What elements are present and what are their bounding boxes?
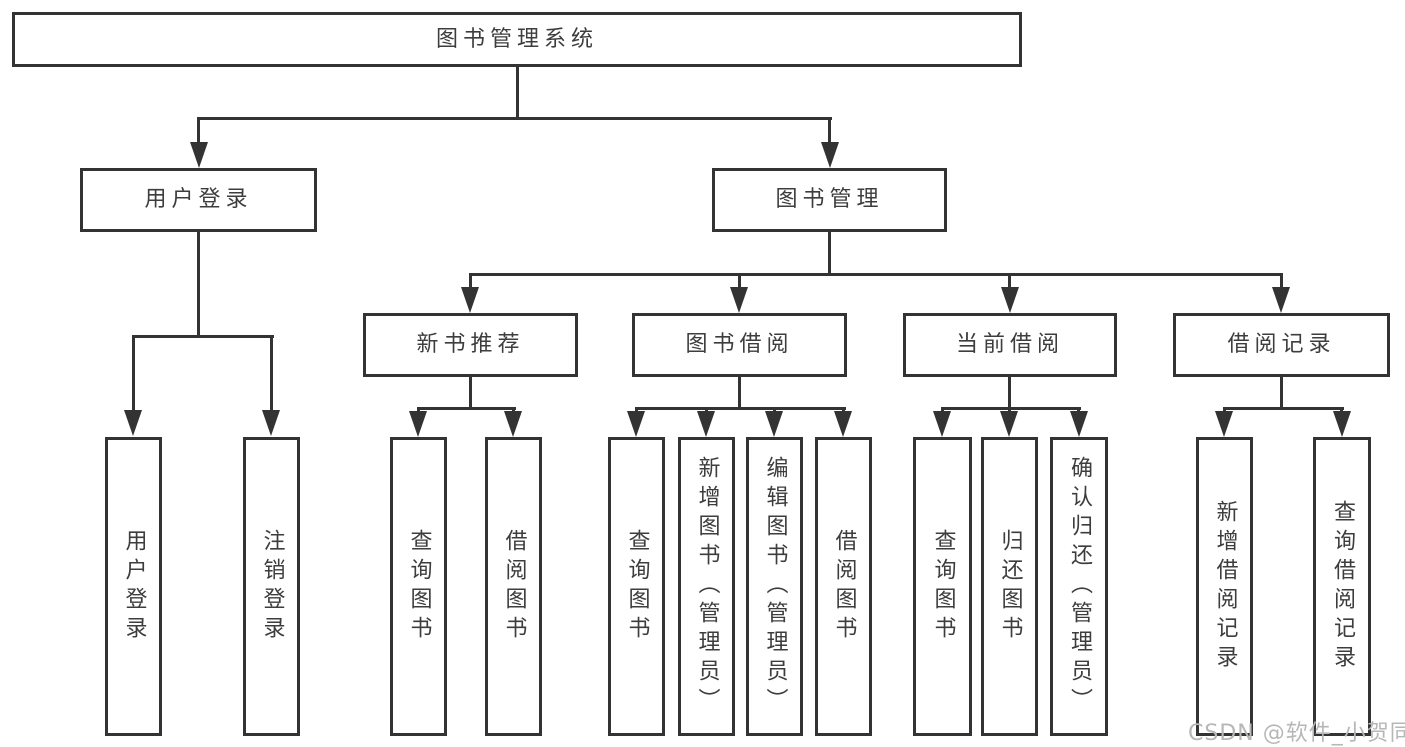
leaf-return-books-label: 归还图书	[997, 528, 1023, 645]
connector-line	[417, 407, 516, 410]
connector-line	[132, 335, 274, 338]
connector-line	[1008, 273, 1011, 289]
leaf-edit-books-admin-label: 编辑图书（管理员）	[762, 456, 788, 717]
leaf-add-borrow-record-label: 新增借阅记录	[1212, 499, 1238, 674]
leaf-query-borrow-record-label: 查询借阅记录	[1330, 499, 1355, 674]
leaf-logout-label: 注销登录	[259, 528, 285, 645]
connector-line	[1008, 377, 1011, 407]
arrow-head	[1215, 411, 1233, 437]
node-root-label: 图书管理系统	[435, 26, 598, 52]
leaf-borrow-books-2: 借阅图书	[815, 437, 872, 736]
arrow-head	[262, 410, 280, 436]
connector-line	[773, 407, 776, 414]
arrow-head	[821, 142, 839, 168]
arrow-head	[627, 411, 645, 437]
arrow-head	[834, 411, 852, 437]
node-borrow-records-label: 借阅记录	[1227, 332, 1336, 357]
connector-line	[738, 273, 741, 289]
connector-line	[1280, 377, 1283, 407]
leaf-query-books-2: 查询图书	[608, 437, 665, 736]
connector-line	[417, 407, 420, 414]
connector-line	[469, 377, 472, 407]
node-new-book-recommend-label: 新书推荐	[416, 332, 525, 357]
connector-line	[1077, 407, 1080, 414]
arrow-head	[1070, 411, 1088, 437]
leaf-add-books-admin: 新增图书（管理员）	[678, 437, 735, 736]
connector-line	[842, 407, 845, 414]
connector-line	[705, 407, 708, 414]
connector-line	[132, 335, 135, 412]
leaf-query-books-3: 查询图书	[913, 437, 972, 736]
connector-line	[1340, 407, 1343, 414]
connector-line	[1280, 273, 1283, 289]
leaf-add-borrow-record: 新增借阅记录	[1196, 437, 1253, 736]
leaf-logout: 注销登录	[243, 437, 300, 736]
leaf-query-books-2-label: 查询图书	[624, 528, 650, 645]
arrow-head	[504, 411, 522, 437]
connector-line	[469, 273, 1281, 276]
node-borrow-records: 借阅记录	[1173, 313, 1390, 377]
connector-line	[828, 232, 831, 273]
node-user-login: 用户登录	[80, 168, 317, 232]
leaf-edit-books-admin: 编辑图书（管理员）	[746, 437, 803, 736]
leaf-return-books: 归还图书	[981, 437, 1038, 736]
arrow-head	[461, 287, 479, 313]
arrow-head	[1001, 287, 1019, 313]
connector-line	[1223, 407, 1226, 414]
connector-line	[635, 407, 846, 410]
connector-line	[512, 407, 515, 414]
connector-line	[941, 407, 1081, 410]
connector-line	[1008, 407, 1011, 414]
arrow-head	[190, 142, 208, 168]
leaf-user-login: 用户登录	[105, 437, 162, 736]
arrow-head	[1272, 287, 1290, 313]
node-book-management-label: 图书管理	[775, 187, 884, 212]
arrow-head	[933, 411, 951, 437]
leaf-confirm-return-admin: 确认归还（管理员）	[1050, 437, 1108, 736]
arrow-head	[409, 411, 427, 437]
connector-line	[828, 117, 831, 144]
arrow-head	[697, 411, 715, 437]
node-current-borrow-label: 当前借阅	[955, 332, 1064, 357]
leaf-query-books-1-label: 查询图书	[406, 528, 432, 645]
node-new-book-recommend: 新书推荐	[363, 313, 578, 377]
node-book-borrow: 图书借阅	[632, 313, 847, 377]
csdn-watermark: CSDN @软件_小贺同学	[1188, 721, 1405, 746]
connector-line	[738, 377, 741, 407]
leaf-query-books-3-label: 查询图书	[930, 528, 956, 645]
leaf-borrow-books-2-label: 借阅图书	[831, 528, 857, 645]
leaf-query-borrow-record: 查询借阅记录	[1313, 437, 1371, 736]
arrow-head	[765, 411, 783, 437]
arrow-head	[1000, 411, 1018, 437]
connector-line	[516, 67, 519, 117]
node-current-borrow: 当前借阅	[903, 313, 1117, 377]
arrow-head	[1333, 411, 1351, 437]
connector-line	[197, 117, 832, 120]
leaf-confirm-return-admin-label: 确认归还（管理员）	[1067, 456, 1092, 717]
leaf-query-books-1: 查询图书	[390, 437, 447, 736]
connector-line	[197, 232, 200, 335]
connector-line	[197, 117, 200, 144]
connector-line	[469, 273, 472, 289]
leaf-user-login-label: 用户登录	[121, 528, 147, 645]
leaf-borrow-books-1-label: 借阅图书	[501, 528, 527, 645]
node-root: 图书管理系统	[12, 12, 1022, 67]
leaf-borrow-books-1: 借阅图书	[485, 437, 542, 736]
connector-line	[635, 407, 638, 414]
leaf-add-books-admin-label: 新增图书（管理员）	[694, 456, 720, 717]
node-book-borrow-label: 图书借阅	[685, 332, 794, 357]
node-book-management: 图书管理	[712, 168, 947, 232]
node-user-login-label: 用户登录	[144, 187, 253, 212]
connector-line	[941, 407, 944, 414]
connector-line	[270, 335, 273, 412]
arrow-head	[730, 287, 748, 313]
arrow-head	[124, 410, 142, 436]
connector-line	[1223, 407, 1344, 410]
